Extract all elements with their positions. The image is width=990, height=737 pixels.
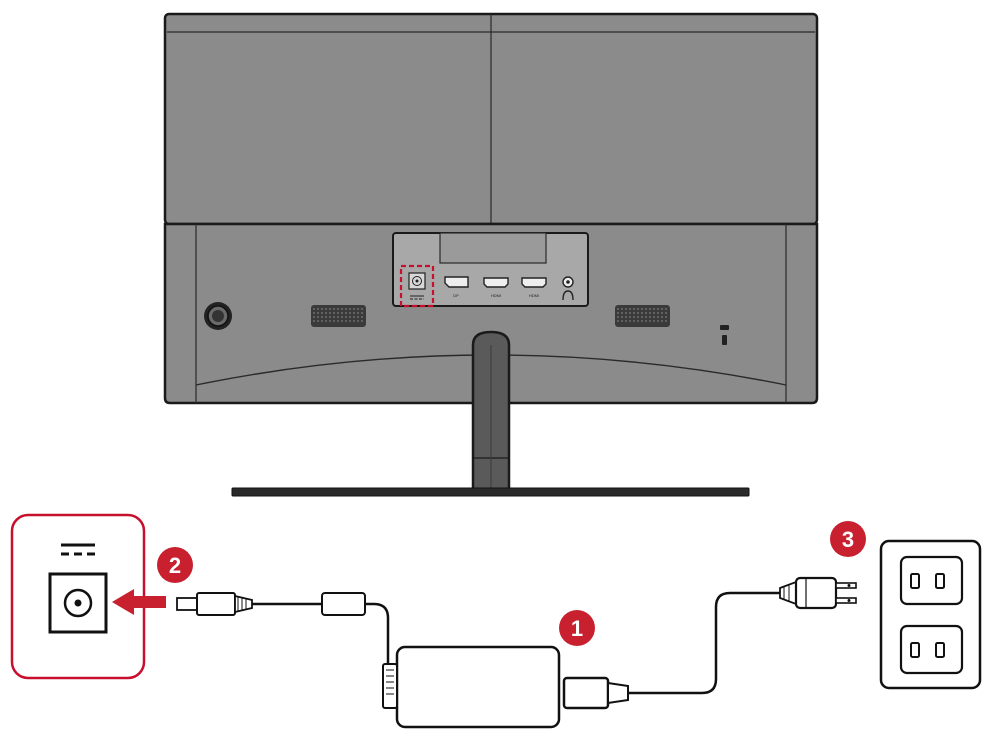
dc-in-port-small (408, 272, 426, 300)
dc-in-port (48, 572, 108, 634)
kensington-lock-icon (720, 325, 729, 345)
step-number-3: 3 (842, 527, 854, 552)
step-badge-3: 3 (830, 521, 866, 557)
dc-power-symbol-icon (61, 543, 95, 556)
power-button (204, 302, 232, 330)
port-label-dp: DP (453, 293, 459, 298)
step-badge-2: 2 (157, 547, 193, 583)
hdmi-port-2: HDMI (521, 277, 547, 298)
headphone-jack-icon (562, 276, 574, 301)
step-number-1: 1 (571, 616, 583, 641)
dc-cable (252, 602, 390, 668)
monitor-stand-base (231, 487, 750, 497)
speaker-grille-right (615, 305, 670, 327)
ac-cable (628, 591, 780, 695)
dc-plug (176, 592, 253, 616)
dc-in-highlight (399, 264, 435, 308)
monitor-lower-panel (163, 222, 819, 405)
hdmi-port-1: HDMI (483, 277, 509, 298)
step-badge-1: 1 (559, 610, 595, 646)
dc-in-port-callout (10, 513, 146, 680)
wall-outlet (879, 539, 982, 690)
monitor-back: DP HDMI HDMI (163, 12, 819, 497)
power-adapter (382, 645, 561, 729)
arrow-left-icon (112, 589, 166, 615)
speaker-grille-left (311, 305, 366, 327)
port-label-hdmi-1: HDMI (491, 293, 501, 298)
io-port-panel: DP HDMI HDMI (392, 232, 589, 308)
ac-connector (562, 676, 629, 710)
ferrite-core (321, 592, 366, 616)
displayport-port: DP (444, 276, 469, 298)
port-label-hdmi-2: HDMI (529, 293, 539, 298)
step-number-2: 2 (169, 553, 181, 578)
outlet-socket-icon (899, 624, 964, 675)
outlet-socket-icon (899, 555, 964, 606)
power-plug-icon (779, 576, 857, 610)
